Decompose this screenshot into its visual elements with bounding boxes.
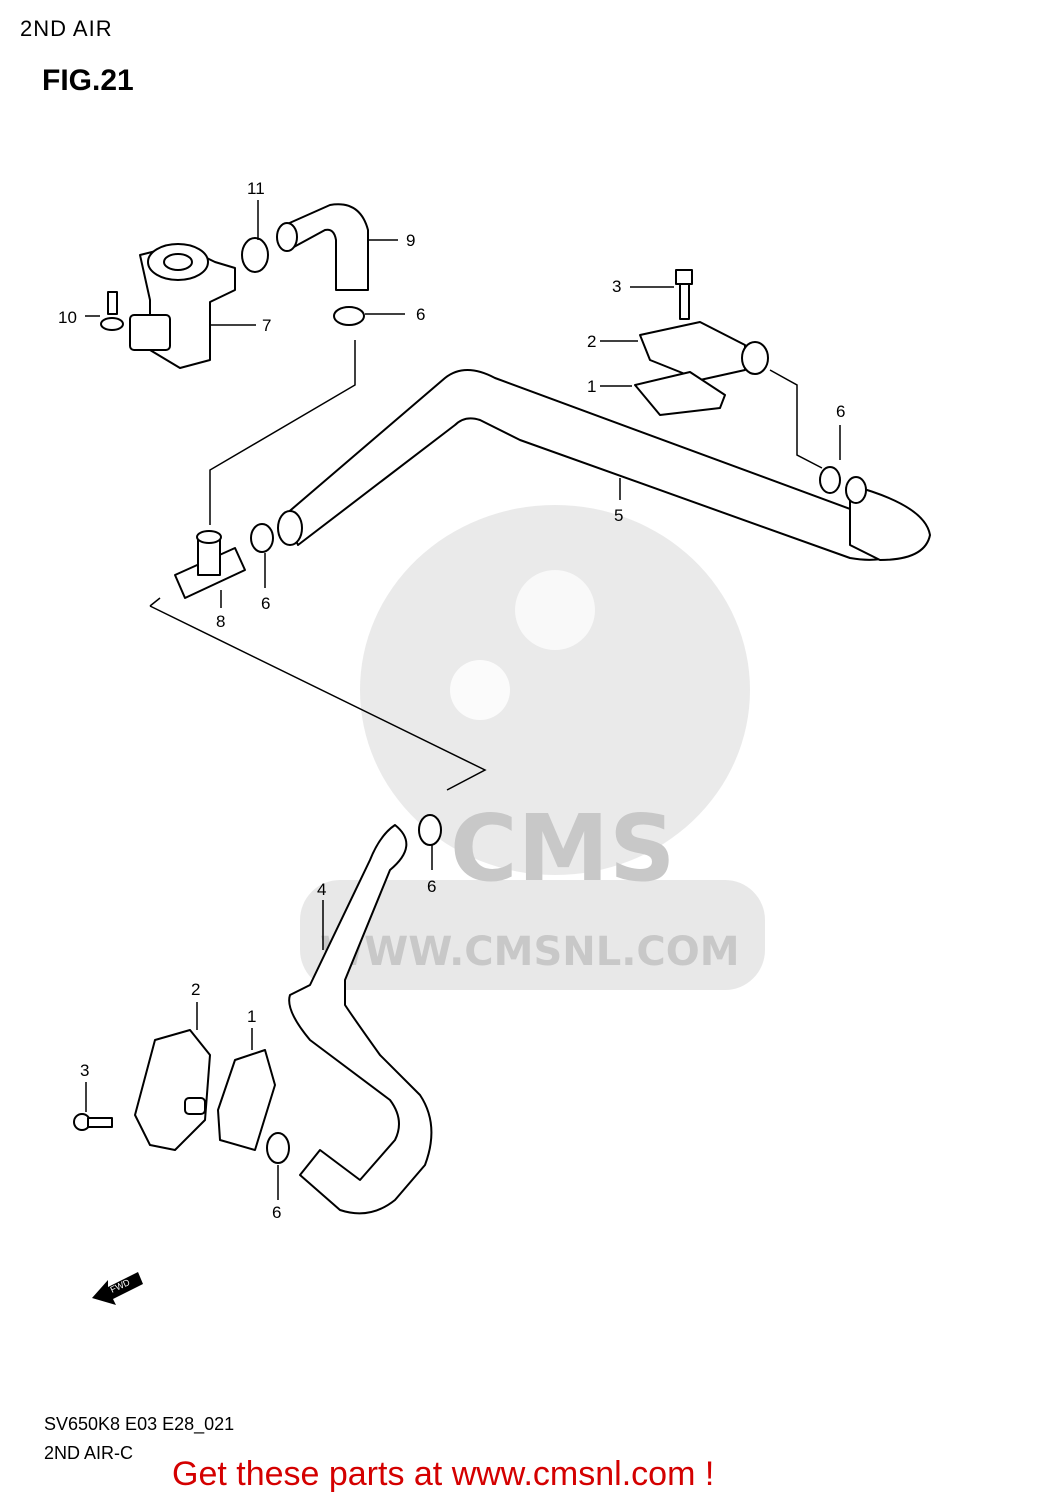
part-5-long-hose	[277, 369, 931, 561]
model-code: SV650K8 E03 E28_021	[44, 1414, 235, 1434]
part-6-clamp-bottom	[266, 1132, 290, 1200]
callout-part-9: 9	[406, 231, 415, 250]
callout-part-6-bottom: 6	[272, 1203, 281, 1222]
part-2-reed-cover-top	[600, 321, 769, 381]
callout-part-6-lower: 6	[427, 877, 436, 896]
callout-part-1-bottom: 1	[247, 1007, 256, 1026]
watermark-url: WWW.CMSNL.COM	[320, 929, 740, 975]
watermark-logo: CMS WWW.CMSNL.COM	[300, 505, 765, 990]
part-1-gasket-top	[600, 371, 726, 416]
section-title: 2ND AIR	[20, 16, 113, 41]
part-6-clamp-right	[819, 425, 841, 494]
callout-part-8: 8	[216, 612, 225, 631]
callout-labels: 11 9 10 7 6 3 2 1 6 5 6 8 6 4 2 1 3 6	[58, 179, 845, 1222]
assembly-guide-lines	[149, 340, 823, 791]
callout-part-3-top: 3	[612, 277, 621, 296]
part-2-reed-cover-bottom	[134, 1002, 211, 1151]
callout-part-6-mid: 6	[261, 594, 270, 613]
part-3-bolt-bottom	[73, 1082, 113, 1131]
callout-part-10: 10	[58, 308, 77, 327]
promo-link[interactable]: Get these parts at www.cmsnl.com !	[172, 1455, 715, 1493]
part-8-t-joint	[174, 530, 246, 608]
part-1-gasket-bottom	[217, 1028, 276, 1151]
callout-part-2-bottom: 2	[191, 980, 200, 999]
callout-part-3-bottom: 3	[80, 1061, 89, 1080]
callout-part-1-top: 1	[587, 377, 596, 396]
callout-part-4: 4	[317, 880, 326, 899]
part-4-lower-hose	[288, 824, 433, 1215]
part-6-clamp-top	[333, 306, 405, 326]
part-10-screw	[85, 291, 124, 331]
callout-part-2-top: 2	[587, 332, 596, 351]
part-3-bolt-top	[630, 269, 693, 320]
part-7-air-valve	[129, 243, 256, 369]
watermark-brand: CMS	[450, 795, 675, 902]
callout-part-6-right: 6	[836, 402, 845, 421]
figure-number: FIG.21	[42, 64, 134, 97]
callout-part-6-top: 6	[416, 305, 425, 324]
part-6-clamp-mid	[250, 523, 274, 588]
diagram-code: 2ND AIR-C	[44, 1443, 134, 1463]
callout-part-7: 7	[262, 316, 271, 335]
part-11-clamp	[241, 200, 269, 273]
fwd-direction-arrow-icon: FWD	[92, 1272, 143, 1305]
part-9-elbow-hose	[276, 203, 398, 291]
callout-part-5: 5	[614, 506, 623, 525]
callout-part-11: 11	[247, 179, 265, 198]
part-6-clamp-lower	[418, 814, 442, 870]
